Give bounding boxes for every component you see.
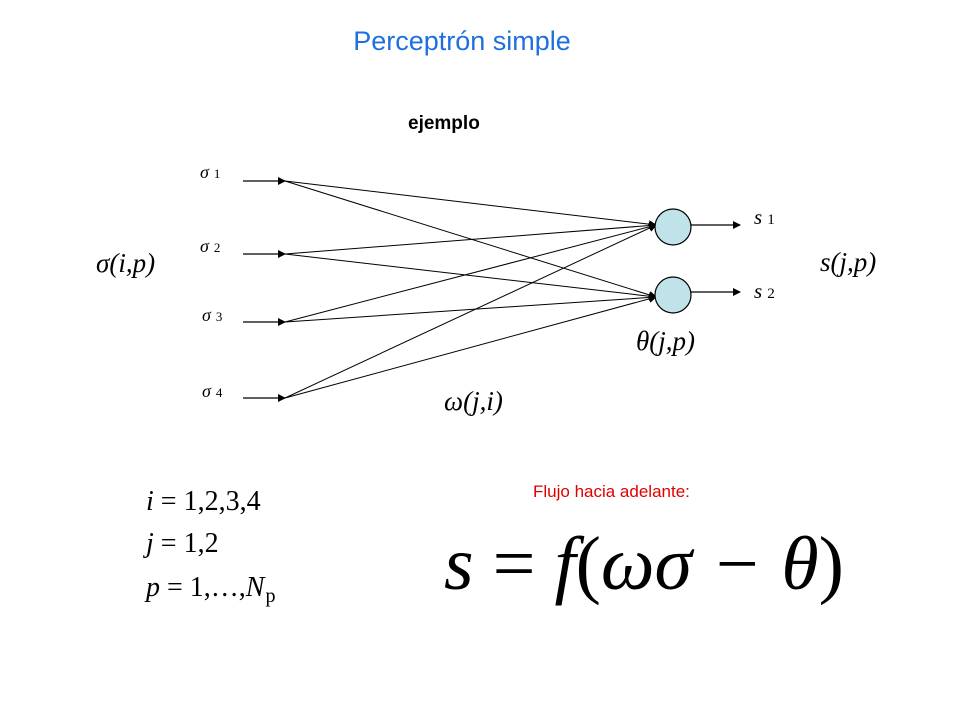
page-title: Perceptrón simple bbox=[353, 26, 571, 56]
weight-line-1-4 bbox=[284, 224, 657, 399]
weight-line-2-4 bbox=[284, 294, 657, 399]
range-p: p = 1,…,Np bbox=[146, 572, 276, 607]
range-j: j = 1,2 bbox=[146, 528, 219, 559]
forward-flow-label: Flujo hacia adelante: bbox=[533, 482, 690, 501]
weight-line-1-1 bbox=[284, 180, 657, 229]
weight-line-2-1 bbox=[284, 180, 657, 299]
weight-line-2-3 bbox=[284, 293, 657, 323]
neuron-2 bbox=[654, 276, 692, 314]
forward-flow-formula: s = f(ωσ − θ) bbox=[444, 522, 844, 606]
weight-line-1-3 bbox=[284, 222, 657, 323]
output-function-label: s(j,p) bbox=[820, 247, 877, 277]
diagram-subtitle: ejemplo bbox=[408, 113, 480, 134]
weights-label: ω(j,i) bbox=[444, 386, 503, 416]
input-function-label: σ(i,p) bbox=[96, 248, 156, 278]
threshold-label: θ(j,p) bbox=[636, 326, 695, 356]
weight-line-2-2 bbox=[284, 253, 657, 301]
range-i: i = 1,2,3,4 bbox=[146, 486, 261, 517]
neuron-1 bbox=[654, 208, 692, 246]
